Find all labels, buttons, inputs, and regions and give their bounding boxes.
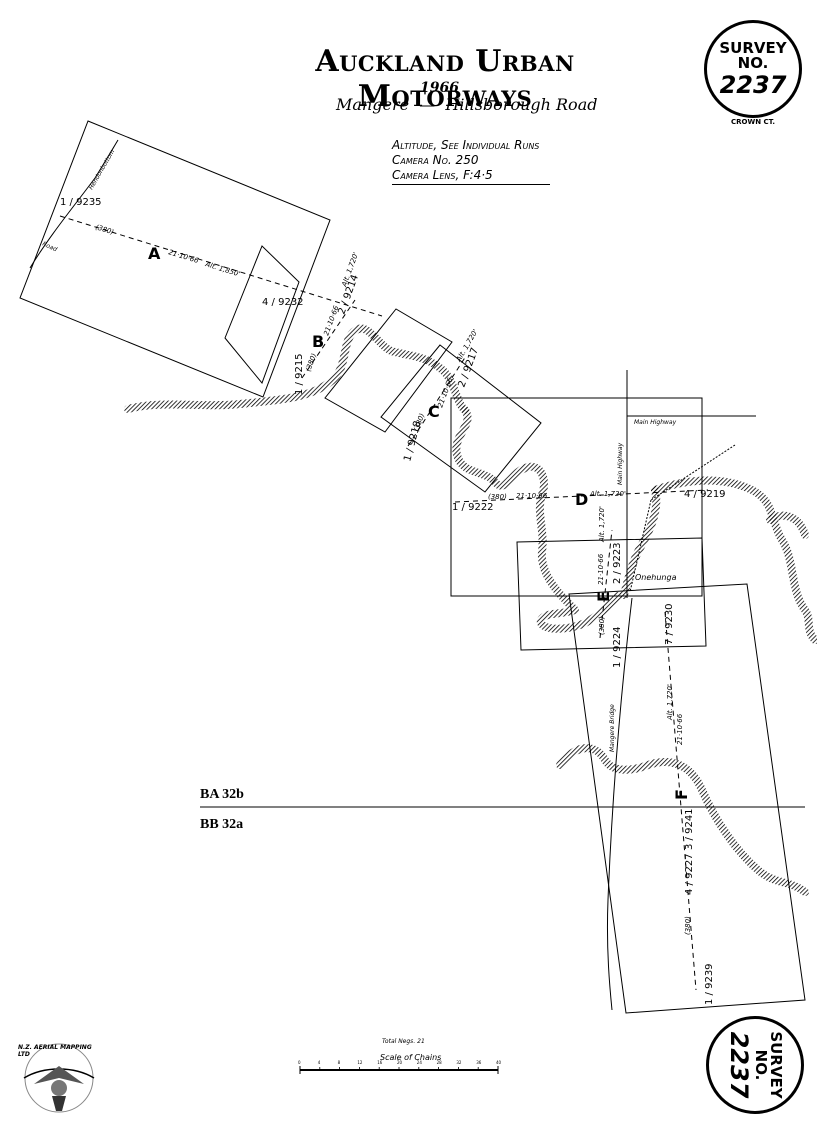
photo-footprints [19, 120, 806, 1014]
frame-9214: 2 / 9214 [336, 273, 361, 316]
scale-tick-label: 20 [397, 1060, 403, 1065]
run-b-focal: (380) [304, 352, 318, 373]
scale-tick-label: 16 [377, 1060, 383, 1065]
roads [29, 139, 756, 1011]
frame-9218: 1 / 9218 [402, 420, 423, 463]
footprint-a1 [19, 120, 331, 398]
onehunga-label: Onehunga [635, 573, 677, 582]
footprint-a4 [224, 245, 300, 384]
sheet-label-lower: BB 32a [200, 817, 244, 832]
frame-numbers: 1 / 9235 4 / 9232 1 / 9215 2 / 9214 1 / … [60, 197, 726, 1005]
scale-tick-label: 28 [437, 1060, 443, 1065]
camera-note: Camera No. 250 [392, 153, 479, 167]
footprint-c [380, 344, 542, 493]
footprint-f [568, 583, 806, 1014]
total-negatives: Total Negs. 21 [382, 1038, 425, 1045]
shoreline-west [124, 324, 469, 414]
scale-tick-label: 8 [338, 1060, 341, 1065]
map-year: 1966 [420, 80, 459, 96]
run-letter-f: F [672, 789, 691, 800]
frame-9215: 1 / 9215 [294, 353, 305, 395]
info-underline [392, 184, 550, 185]
sheet-label-upper: BA 32b [200, 787, 244, 802]
run-letter-b: B [312, 332, 324, 351]
badge-no-label: NO. [737, 54, 769, 72]
scale-tick-label: 4 [318, 1060, 321, 1065]
run-e-alt: Alt. 1,720' [598, 506, 606, 543]
flight-line-b [301, 299, 356, 379]
aerial-mapping-logo-icon: N.Z. AERIAL MAPPING LTD [14, 1026, 104, 1116]
flight-line-f [664, 611, 697, 991]
scale-bar: 0 4 8 12 16 20 24 28 32 36 40 [298, 1060, 502, 1074]
frame-9232: 4 / 9232 [262, 297, 304, 308]
flight-line-a [59, 215, 383, 317]
shoreline-east-bay [766, 511, 809, 539]
flight-line-e [599, 529, 613, 639]
footprint-d [450, 397, 703, 597]
scale-tick-label: 32 [456, 1060, 462, 1065]
run-f-focal: (380) [684, 916, 692, 935]
scale-tick-label: 24 [417, 1060, 423, 1065]
frame-9230: 7 / 9230 [664, 603, 675, 645]
main-highway-label-2: Main Highway [617, 442, 624, 485]
mangere-bridge-label: Mangere Bridge [609, 704, 616, 752]
shoreline-east [651, 476, 817, 644]
run-d-focal: (380) [488, 493, 507, 501]
scale-tick-label: 0 [298, 1060, 301, 1065]
badge-survey-label: SURVEY [719, 39, 787, 57]
map-title: Auckland Urban Motorways [315, 44, 575, 114]
frame-9223: 2 / 9223 [612, 542, 623, 584]
survey-number-badge-top: SURVEY NO. 2237 [704, 20, 802, 118]
run-e-date: 21·10·66 [597, 553, 605, 585]
frame-9222: 1 / 9222 [452, 502, 494, 513]
road-a2-label: Hendonbottom [88, 148, 117, 191]
run-letters: A B C D E F [148, 244, 691, 800]
run-annotations: 21·10·66 Alt. 1,850' (380) 21·10·66 Alt.… [94, 223, 692, 935]
run-letter-a: A [148, 244, 161, 263]
footprint-b [324, 308, 453, 433]
railway-line [650, 444, 736, 501]
lens-note: Camera Lens, F:4·5 [392, 168, 493, 182]
frame-9224: 1 / 9224 [612, 626, 623, 668]
shoreline [124, 324, 817, 896]
run-letter-d: D [575, 490, 588, 509]
altitude-note: Altitude, See Individual Runs [392, 138, 540, 152]
badge-number: 2237 [719, 71, 787, 99]
crown-copyright: CROWN CT. [731, 118, 776, 126]
run-f-date: 21·10·66 [676, 713, 684, 745]
main-highway-label-1: Main Highway [634, 419, 677, 426]
run-f-alt: Alt. 1,720' [666, 684, 674, 721]
run-e-focal: (380) [598, 616, 606, 635]
run-a-focal: (380) [94, 223, 115, 236]
scale-tick-label: 12 [357, 1060, 363, 1065]
run-letter-c: C [428, 402, 440, 421]
scale-tick-label: 36 [476, 1060, 482, 1065]
frame-9241: 3 / 9241 [684, 808, 695, 850]
mangere-bridge-road [606, 597, 633, 1011]
frame-9235: 1 / 9235 [60, 197, 102, 208]
flight-line-d [454, 489, 709, 503]
shoreline-south [556, 744, 809, 896]
scale-tick-label: 40 [496, 1060, 502, 1065]
place-names: Road Hendonbottom Main Highway Main High… [41, 148, 676, 752]
run-a-date: 21·10·66 [167, 248, 200, 265]
railway-line-south [629, 499, 652, 593]
run-a-alt: Alt. 1,850' [203, 260, 241, 278]
map-subtitle: Mangere — Hillsborough Road [336, 95, 598, 114]
logo-text: N.Z. AERIAL MAPPING LTD [18, 1044, 92, 1058]
frame-9219: 4 / 9219 [684, 489, 726, 500]
run-d-date: 21·10·66 [516, 492, 548, 500]
frame-9227: 4 / 9227 [684, 853, 695, 895]
run-d-alt: Alt. 1,720' [589, 490, 626, 498]
road-a [29, 139, 119, 269]
shoreline-inlet [452, 406, 622, 633]
flight-lines [59, 215, 709, 991]
road-a-label: Road [41, 240, 58, 253]
scale-title: Scale of Chains [380, 1053, 442, 1062]
frame-9239: 1 / 9239 [704, 963, 715, 1005]
run-letter-e: E [594, 591, 613, 602]
